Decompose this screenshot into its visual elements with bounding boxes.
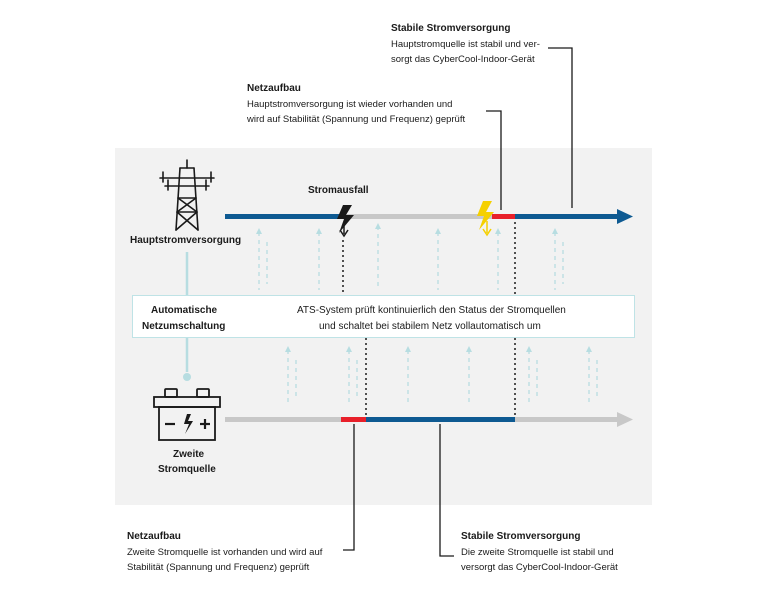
ats-title-line2: Netzumschaltung [142, 321, 226, 332]
main-source-label: Hauptstromversorgung [130, 235, 242, 246]
battery-icon [153, 388, 221, 441]
lower-flow-arrowheads [285, 346, 592, 352]
annotation-bottom-left-line1: Zweite Stromquelle ist vorhanden und wir… [127, 547, 323, 558]
annotation-top-middle-title: Netzaufbau [247, 83, 301, 94]
main-arrowhead [617, 209, 633, 224]
annotation-bottom-right-line1: Die zweite Stromquelle ist stabil und [461, 547, 614, 558]
callout-top-middle [486, 110, 502, 210]
main-timeline [225, 209, 633, 224]
ats-box [132, 295, 635, 338]
second-segment-blue [366, 417, 515, 422]
annotation-bottom-left-title: Netzaufbau [127, 531, 181, 542]
power-pylon-icon [159, 159, 215, 231]
ats-title-line1: Automatische [151, 305, 218, 316]
annotation-top-middle-line1: Hauptstromversorgung ist wieder vorhande… [247, 99, 453, 110]
second-arrowhead [617, 412, 633, 427]
second-segment-red [341, 417, 366, 422]
outage-lightning-icon [337, 205, 354, 238]
second-timeline [225, 412, 633, 427]
second-segment-gray-2 [515, 417, 619, 422]
annotation-top-right-line2: sorgt das CyberCool-Indoor-Gerät [391, 54, 535, 65]
ats-desc-line2: und schaltet bei stabilem Netz vollautom… [319, 321, 541, 332]
annotation-bottom-right-title: Stabile Stromversorgung [461, 531, 581, 542]
lower-flow-arrows [287, 350, 598, 406]
annotation-bottom-left-line2: Stabilität (Spannung und Frequenz) geprü… [127, 562, 310, 573]
annotation-bottom-right-line2: versorgt das CyberCool-Indoor-Gerät [461, 562, 618, 573]
upper-flow-arrowheads [256, 223, 558, 234]
main-segment-blue-2 [515, 214, 619, 219]
second-source-label-line1: Zweite [173, 449, 205, 460]
outage-label: Stromausfall [308, 185, 369, 196]
upper-flow-arrows [258, 226, 564, 290]
annotation-top-middle-line2: wird auf Stabilität (Spannung und Freque… [247, 114, 466, 125]
second-segment-gray-1 [225, 417, 341, 422]
annotation-top-right-title: Stabile Stromversorgung [391, 23, 511, 34]
annotation-top-right-line1: Hauptstromquelle ist stabil und ver- [391, 39, 540, 50]
callout-bottom-right [439, 424, 454, 557]
ats-desc-line1: ATS-System prüft kontinuierlich den Stat… [297, 305, 566, 316]
callout-bottom-left [343, 424, 355, 551]
main-segment-gray [340, 214, 492, 219]
callout-top-right [548, 47, 573, 208]
main-segment-blue-1 [225, 214, 340, 219]
restore-lightning-icon [477, 201, 494, 237]
main-segment-red [492, 214, 515, 219]
second-source-label-line2: Stromquelle [158, 464, 216, 475]
second-connector-dot [183, 373, 191, 381]
